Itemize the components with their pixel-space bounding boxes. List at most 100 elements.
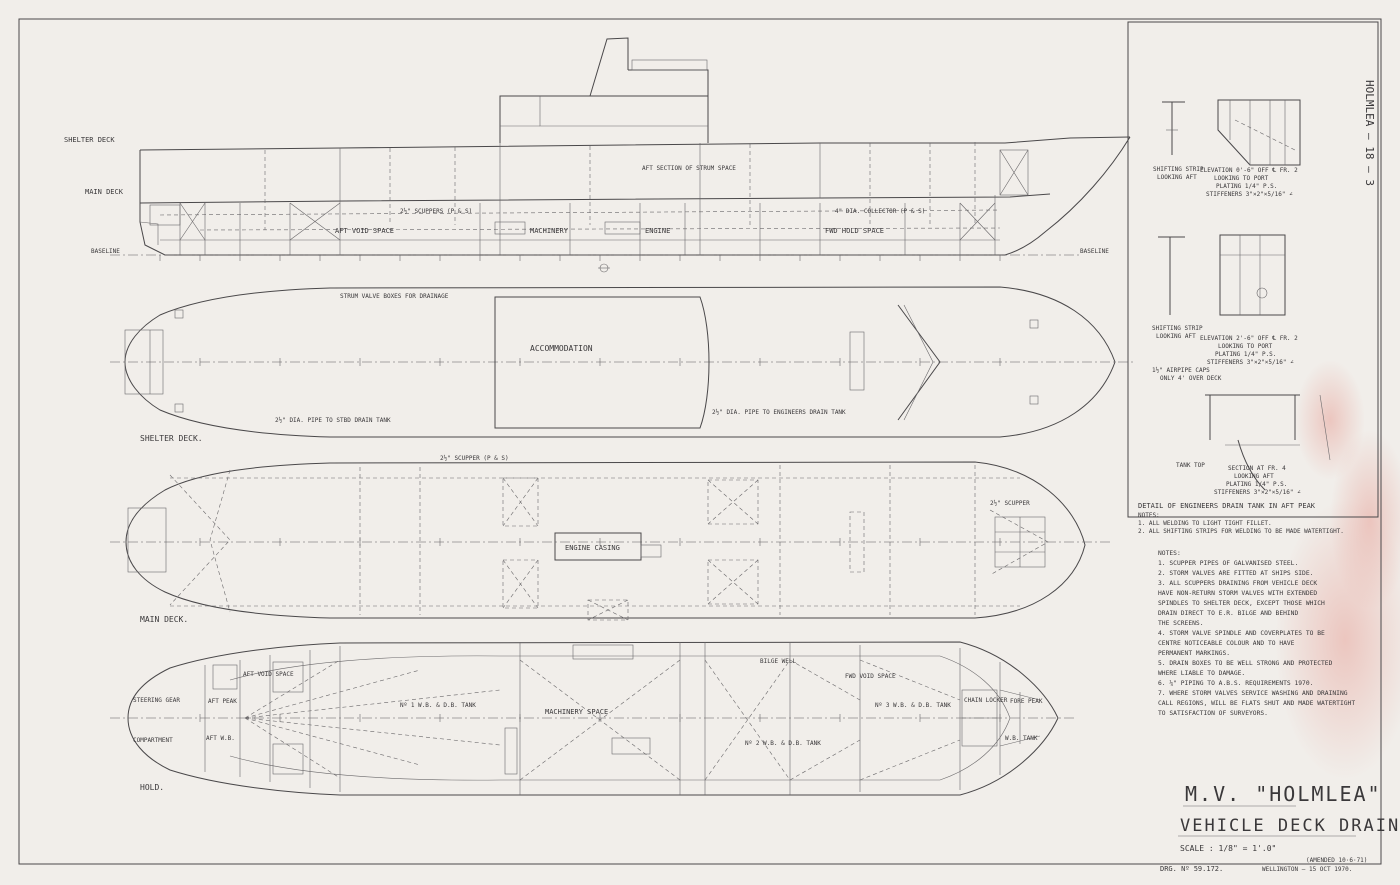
scupper-top-note: 2½" SCUPPER (P & S) xyxy=(440,455,509,462)
air-pipe-sub: ONLY 4' OVER DECK xyxy=(1160,375,1222,382)
section-plating: PLATING 1/4" P.S. xyxy=(1226,481,1287,488)
detail-box xyxy=(1127,21,1379,518)
wb-tank-label: W.B. TANK xyxy=(1005,735,1038,742)
note-line: TO SATISFACTION OF SURVEYORS. xyxy=(1158,710,1268,717)
stain-mark xyxy=(1330,430,1400,610)
elevation-2-sub: LOOKING TO PORT xyxy=(1218,343,1273,350)
shelter-deck-line xyxy=(139,136,1131,151)
aft-wb-label: AFT W.B. xyxy=(206,735,235,742)
bilge-well-label: BILGE WELL xyxy=(760,658,797,665)
shifting-strip-1-sub: LOOKING AFT xyxy=(1157,174,1197,181)
vessel-name: M.V. "HOLMLEA" xyxy=(1185,782,1382,806)
note-line: CALL REGIONS, WILL BE FLATS SHUT AND MAD… xyxy=(1158,700,1355,707)
drawing-number: DRG. Nº 59.172. xyxy=(1160,865,1223,873)
strum-note: STRUM VALVE BOXES FOR DRAINAGE xyxy=(340,293,449,300)
hold-outline xyxy=(127,641,1059,796)
stamp-text: HOLMLEA — 18 — 3 xyxy=(1363,80,1376,186)
title-block: M.V. "HOLMLEA" VEHICLE DECK DRAINAGE SCA… xyxy=(1160,782,1400,873)
db-tank-2-label: Nº 2 W.B. & D.B. TANK xyxy=(745,740,821,747)
shifting-strip-1-label: SHIFTING STRIP xyxy=(1153,166,1204,173)
scale-text: SCALE : 1/8" = 1'.0" xyxy=(1180,844,1276,853)
main-deck-outline xyxy=(125,461,1086,619)
profile-view: SHELTER DECK MAIN DECK BASELINE BASELINE… xyxy=(64,37,1131,273)
drawing-title: VEHICLE DECK DRAINAGE xyxy=(1180,816,1400,836)
aft-section-note: AFT SECTION OF STRUM SPACE xyxy=(642,165,736,172)
note-line: CENTRE NOTICEABLE COLOUR AND TO HAVE xyxy=(1158,640,1295,647)
section-stiff: STIFFENERS 3"×2"×5/16" ∠ xyxy=(1214,489,1301,496)
baseline-label-right: BASELINE xyxy=(1080,248,1109,255)
accommodation-label: ACCOMMODATION xyxy=(530,344,593,353)
stain-mark xyxy=(1295,360,1365,480)
db-tank-3-label: Nº 3 W.B. & D.B. TANK xyxy=(875,702,951,709)
main-deck-line xyxy=(139,193,1051,204)
stern-profile xyxy=(139,150,166,256)
note-line: THE SCREENS. xyxy=(1158,620,1204,627)
note-line: 4. STORM VALVE SPINDLE AND COVERPLATES T… xyxy=(1158,630,1325,637)
detail-note-0: NOTES: xyxy=(1138,512,1160,519)
general-notes: NOTES: 1. SCUPPER PIPES OF GALVANISED ST… xyxy=(1158,550,1355,717)
note-line: 3. ALL SCUPPERS DRAINING FROM VEHICLE DE… xyxy=(1158,580,1317,587)
section-label: SECTION AT FR. 4 xyxy=(1228,465,1286,472)
shifting-strip-2-sub: LOOKING AFT xyxy=(1156,333,1196,340)
shelter-deck-outline xyxy=(124,286,1116,438)
detail-note-1: 1. ALL WELDING TO LIGHT TIGHT FILLET. xyxy=(1138,520,1272,527)
elevation-1-stiff: STIFFENERS 3"×2"×5/16" ∠ xyxy=(1206,191,1293,198)
note-line: 7. WHERE STORM VALVES SERVICE WASHING AN… xyxy=(1158,690,1348,697)
note-line: DRAIN DIRECT TO E.R. BILGE AND BEHIND xyxy=(1158,610,1298,617)
elevation-1-label: ELEVATION 0'-6" OFF ℄ FR. 2 xyxy=(1200,167,1298,174)
elevation-2-stiff: STIFFENERS 3"×2"×5/16" ∠ xyxy=(1207,359,1294,366)
shelter-deck-label: SHELTER DECK xyxy=(64,136,115,144)
detail-drawings: SHIFTING STRIP LOOKING AFT ELEVATION 0'-… xyxy=(1138,99,1344,535)
elevation-2-plating: PLATING 1/4" P.S. xyxy=(1215,351,1276,358)
eng-drain-note: 2½" DIA. PIPE TO ENGINEERS DRAIN TANK xyxy=(712,409,846,416)
fore-peak-label: FORE PEAK xyxy=(1010,698,1043,705)
machinery-label: MACHINERY xyxy=(530,227,569,235)
air-pipe-label: 1½" AIRPIPE CAPS xyxy=(1152,367,1210,374)
aft-void-label: AFT VOID SPACE xyxy=(335,227,394,235)
elevation-2-label: ELEVATION 2'-6" OFF ℄ FR. 2 xyxy=(1200,335,1298,342)
engine-label: ENGINE xyxy=(645,227,670,235)
bow-profile xyxy=(1004,136,1131,256)
note-line: 2. STORM VALVES ARE FITTED AT SHIPS SIDE… xyxy=(1158,570,1313,577)
note-line: 6. ¼" PIPING TO A.B.S. REQUIREMENTS 1970… xyxy=(1158,679,1313,687)
note-line: SPINDLES TO SHELTER DECK, EXCEPT THOSE W… xyxy=(1158,600,1325,607)
elevation-1-plating: PLATING 1/4" P.S. xyxy=(1216,183,1277,190)
note-line: WHERE LIABLE TO DAMAGE. xyxy=(1158,670,1245,677)
note-line: NOTES: xyxy=(1158,550,1181,557)
detail-heading: DETAIL OF ENGINEERS DRAIN TANK IN AFT PE… xyxy=(1138,502,1316,510)
hold-plan: HOLD. STEERING GEAR COMPARTMENT AFT VOID… xyxy=(110,641,1075,796)
main-deck-plan: MAIN DECK. ENGINE CASING 2½" SCUPPER (P … xyxy=(110,455,1110,624)
sheet-border xyxy=(18,18,1382,865)
drawing-date: WELLINGTON — 15 OCT 1970. xyxy=(1262,866,1352,873)
tank-top-label: TANK TOP xyxy=(1176,462,1205,469)
shelter-deck-title: SHELTER DECK. xyxy=(140,434,203,443)
scupper-right-note: 2½" SCUPPER xyxy=(990,500,1030,507)
amended-date: (AMENDED 10·6·71) xyxy=(1306,857,1367,864)
scupper-note: 2½" SCUPPERS (P & S) xyxy=(400,208,472,215)
baseline-label-left: BASELINE xyxy=(91,248,120,255)
fwd-hold-label: FWD HOLD SPACE xyxy=(825,227,884,235)
db-tank-1-label: Nº 1 W.B. & D.B. TANK xyxy=(400,702,476,709)
compartment-label: COMPARTMENT xyxy=(133,737,173,744)
aft-void-hold-label: AFT VOID SPACE xyxy=(243,671,294,678)
fwd-void-label: FWD VOID SPACE xyxy=(845,673,896,680)
hold-title: HOLD. xyxy=(140,783,164,792)
main-deck-title: MAIN DECK. xyxy=(140,615,188,624)
main-deck-label: MAIN DECK xyxy=(85,188,124,196)
detail-note-2: 2. ALL SHIFTING STRIPS FOR WELDING TO BE… xyxy=(1138,528,1344,535)
engine-casing-label: ENGINE CASING xyxy=(565,544,620,552)
elevation-1-sub: LOOKING TO PORT xyxy=(1214,175,1269,182)
note-line: PERMANENT MARKINGS. xyxy=(1158,650,1230,657)
accommodation-outline xyxy=(494,296,710,429)
aft-peak-label: AFT PEAK xyxy=(208,698,237,705)
chain-locker-label: CHAIN LOCKER xyxy=(964,697,1008,704)
section-sub: LOOKING AFT xyxy=(1234,473,1274,480)
steering-gear-label: STEERING GEAR xyxy=(133,697,180,704)
shelter-deck-plan: SHELTER DECK. ACCOMMODATION STRUM VALVE … xyxy=(110,286,1135,443)
collector-note: 4" DIA. COLLECTOR (P & S) xyxy=(835,208,925,215)
note-line: HAVE NON-RETURN STORM VALVES WITH EXTEND… xyxy=(1158,590,1317,597)
note-line: 1. SCUPPER PIPES OF GALVANISED STEEL. xyxy=(1158,560,1298,567)
machinery-space-label: MACHINERY SPACE xyxy=(545,708,608,716)
